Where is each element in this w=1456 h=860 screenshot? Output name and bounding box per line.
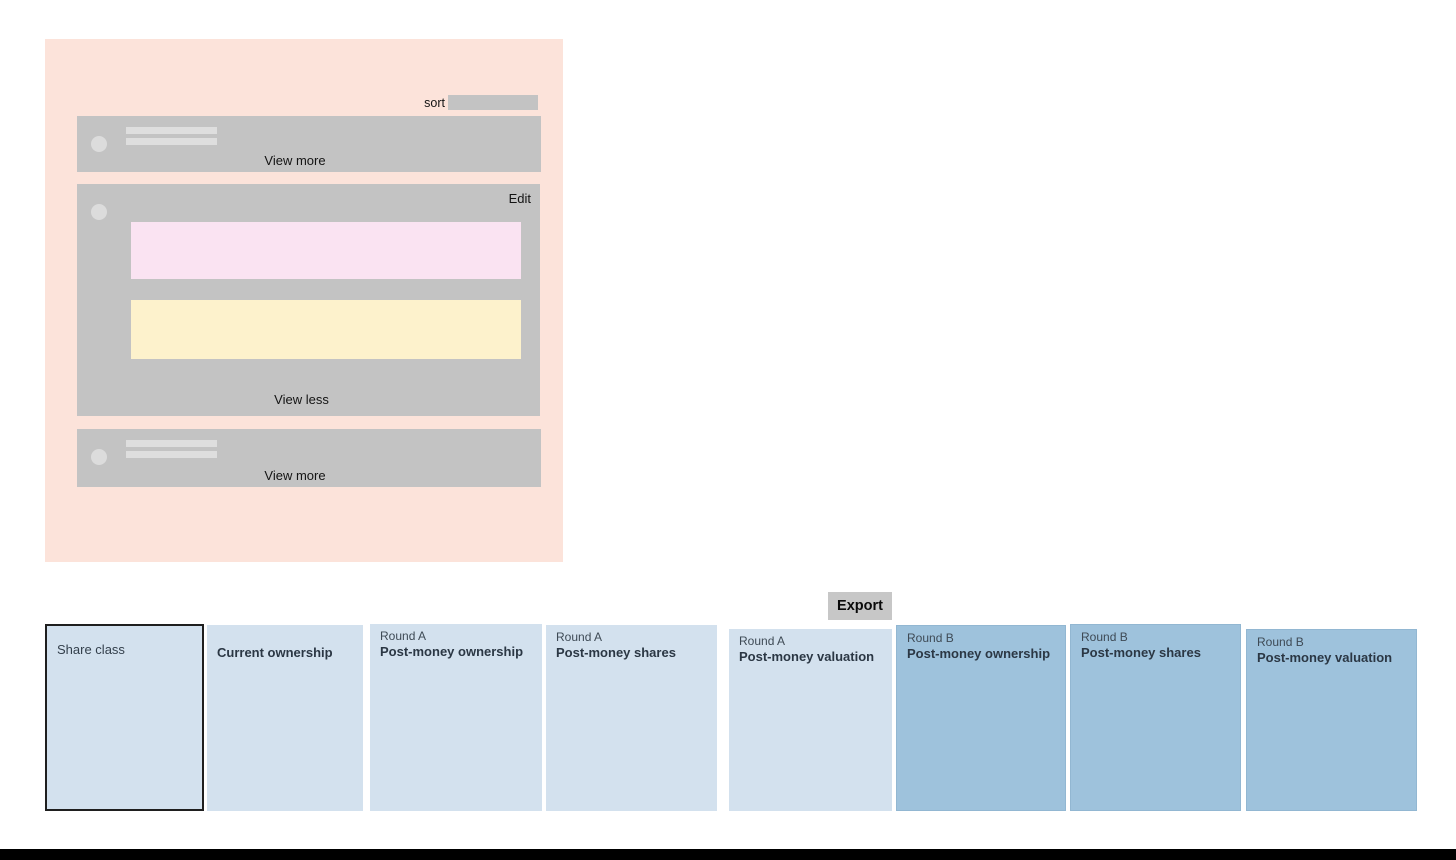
column-round-a-post-money-shares[interactable]: Round A Post-money shares	[546, 625, 717, 811]
edit-link[interactable]: Edit	[508, 191, 531, 206]
list-card-collapsed-2: View more	[77, 429, 541, 487]
text-line-placeholder	[126, 137, 217, 145]
column-round-label: Round B	[1257, 635, 1304, 649]
avatar-placeholder	[91, 449, 107, 465]
text-line-placeholder	[126, 127, 217, 134]
list-card-collapsed-1: View more	[77, 116, 541, 172]
list-card-expanded: Edit View less	[77, 184, 540, 416]
yellow-content-block	[131, 300, 521, 359]
text-placeholder-lines	[126, 127, 217, 148]
column-label: Post-money valuation	[739, 649, 875, 664]
column-round-label: Round A	[739, 634, 786, 648]
column-label: Post-money ownership	[380, 644, 524, 659]
column-round-label: Round A	[556, 630, 603, 644]
column-round-b-post-money-shares[interactable]: Round B Post-money shares	[1070, 624, 1241, 811]
sort-dropdown-placeholder[interactable]	[448, 95, 538, 110]
text-placeholder-lines	[126, 440, 217, 461]
column-round-label: Round B	[907, 631, 954, 645]
column-label: Post-money ownership	[907, 646, 1051, 661]
column-current-ownership[interactable]: Current ownership	[207, 625, 363, 811]
column-round-label	[217, 630, 363, 645]
avatar-placeholder	[91, 136, 107, 152]
text-line-placeholder	[126, 450, 217, 458]
column-round-b-post-money-valuation[interactable]: Round B Post-money valuation	[1246, 629, 1417, 811]
column-label: Share class	[57, 642, 125, 657]
column-share-class[interactable]: Share class	[45, 624, 204, 811]
avatar-placeholder	[91, 204, 107, 220]
column-round-a-post-money-valuation[interactable]: Round A Post-money valuation	[729, 629, 892, 811]
column-label: Current ownership	[217, 645, 333, 660]
column-round-a-post-money-ownership[interactable]: Round A Post-money ownership	[370, 624, 542, 811]
view-more-link[interactable]: View more	[264, 468, 326, 483]
column-round-label: Round B	[1081, 630, 1128, 644]
view-less-link[interactable]: View less	[274, 392, 329, 407]
column-label: Post-money valuation	[1257, 650, 1393, 665]
text-line-placeholder	[126, 440, 217, 447]
view-more-link[interactable]: View more	[264, 153, 326, 168]
column-round-label: Round A	[380, 629, 427, 643]
sort-label: sort	[424, 96, 445, 110]
column-label: Post-money shares	[1081, 645, 1201, 660]
column-label: Post-money shares	[556, 645, 676, 660]
bottom-bar	[0, 849, 1456, 860]
cards-panel: sort View more Edit View less View more	[45, 39, 563, 562]
column-round-b-post-money-ownership[interactable]: Round B Post-money ownership	[896, 625, 1066, 811]
export-button[interactable]: Export	[828, 592, 892, 620]
pink-content-block	[131, 222, 521, 279]
